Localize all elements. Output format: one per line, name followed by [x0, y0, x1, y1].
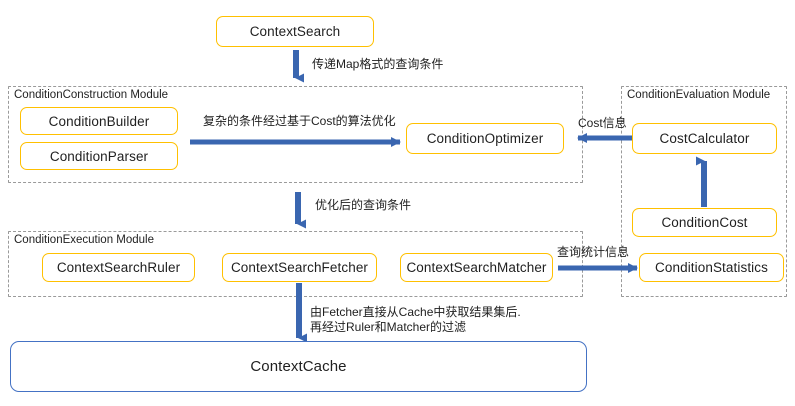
node-context-cache[interactable]: ContextCache — [10, 341, 587, 392]
edge-label-cache-flow-line2: 再经过Ruler和Matcher的过滤 — [310, 320, 467, 334]
module-condition-evaluation-label: ConditionEvaluation Module — [627, 89, 771, 101]
node-cost-calculator[interactable]: CostCalculator — [632, 123, 777, 154]
node-condition-parser[interactable]: ConditionParser — [20, 142, 178, 170]
node-condition-cost[interactable]: ConditionCost — [632, 208, 777, 237]
edge-label-cache-flow-line1: 由Fetcher直接从Cache中获取结果集后. — [310, 305, 521, 319]
node-context-search-matcher[interactable]: ContextSearchMatcher — [400, 253, 553, 282]
node-condition-optimizer[interactable]: ConditionOptimizer — [406, 123, 564, 154]
node-context-search-ruler[interactable]: ContextSearchRuler — [42, 253, 195, 282]
module-condition-evaluation — [621, 86, 787, 297]
edge-label-cost-info: Cost信息 — [578, 116, 627, 130]
module-condition-construction-label: ConditionConstruction Module — [14, 89, 169, 101]
node-condition-statistics[interactable]: ConditionStatistics — [639, 253, 784, 282]
node-condition-builder[interactable]: ConditionBuilder — [20, 107, 178, 135]
node-context-search-fetcher[interactable]: ContextSearchFetcher — [222, 253, 377, 282]
node-context-search[interactable]: ContextSearch — [216, 16, 374, 47]
module-condition-execution-label: ConditionExecution Module — [14, 234, 155, 246]
edge-label-pass-map-query: 传递Map格式的查询条件 — [312, 57, 444, 71]
edge-label-cost-based-optimization: 复杂的条件经过基于Cost的算法优化 — [203, 114, 396, 128]
module-condition-execution — [8, 231, 583, 297]
edge-label-query-statistics: 查询统计信息 — [557, 245, 630, 259]
edge-label-optimized-query: 优化后的查询条件 — [315, 198, 412, 212]
